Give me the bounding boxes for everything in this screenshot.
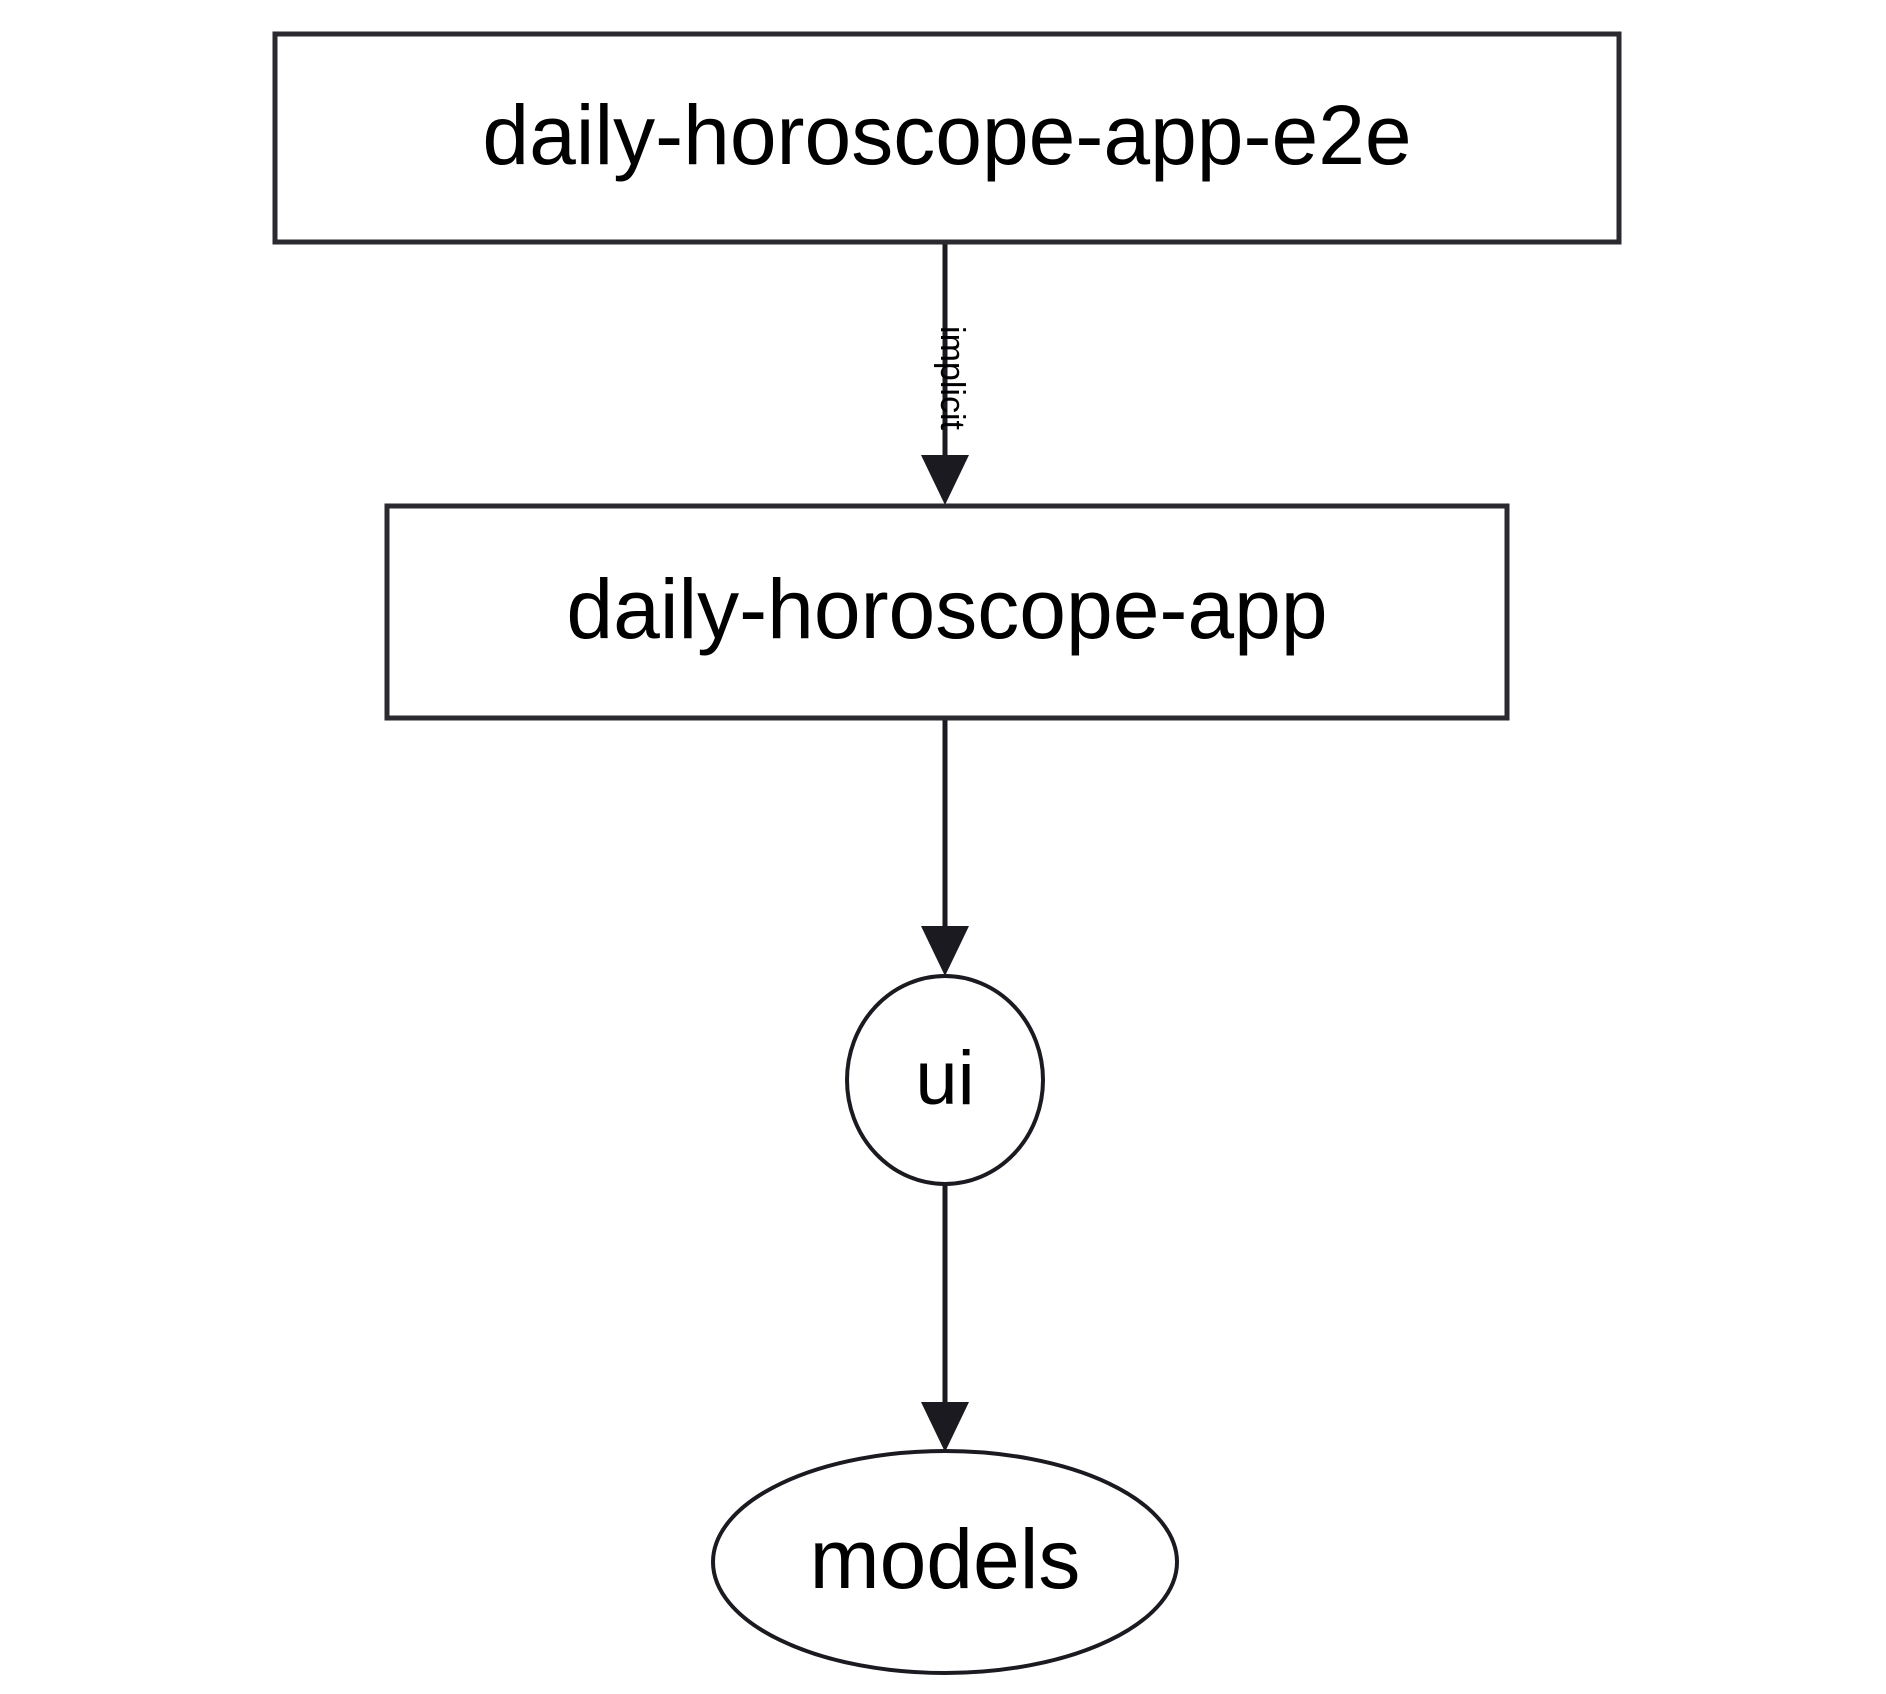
edge-e2e-to-app[interactable]: implicit <box>921 242 971 505</box>
edge-app-to-ui[interactable] <box>921 718 969 976</box>
node-ellipse-shape <box>845 974 1045 1186</box>
node-label: models <box>810 1512 1081 1606</box>
node-ui[interactable]: ui <box>845 974 1045 1186</box>
node-label: ui <box>915 1036 974 1121</box>
edge-ui-to-models[interactable] <box>921 1183 969 1452</box>
node-ellipse-shape <box>711 1449 1179 1675</box>
node-box-shape <box>272 31 1622 245</box>
arrowhead-icon <box>921 926 969 976</box>
arrowhead-icon <box>921 455 969 505</box>
node-box-shape <box>384 503 1510 721</box>
node-label: daily-horoscope-app-e2e <box>482 88 1411 182</box>
node-models[interactable]: models <box>711 1449 1179 1675</box>
edge-label-implicit: implicit <box>933 326 971 430</box>
node-label: daily-horoscope-app <box>566 562 1327 656</box>
node-daily-horoscope-app-e2e[interactable]: daily-horoscope-app-e2e <box>272 31 1622 245</box>
node-daily-horoscope-app[interactable]: daily-horoscope-app <box>384 503 1510 721</box>
arrowhead-icon <box>921 1402 969 1452</box>
